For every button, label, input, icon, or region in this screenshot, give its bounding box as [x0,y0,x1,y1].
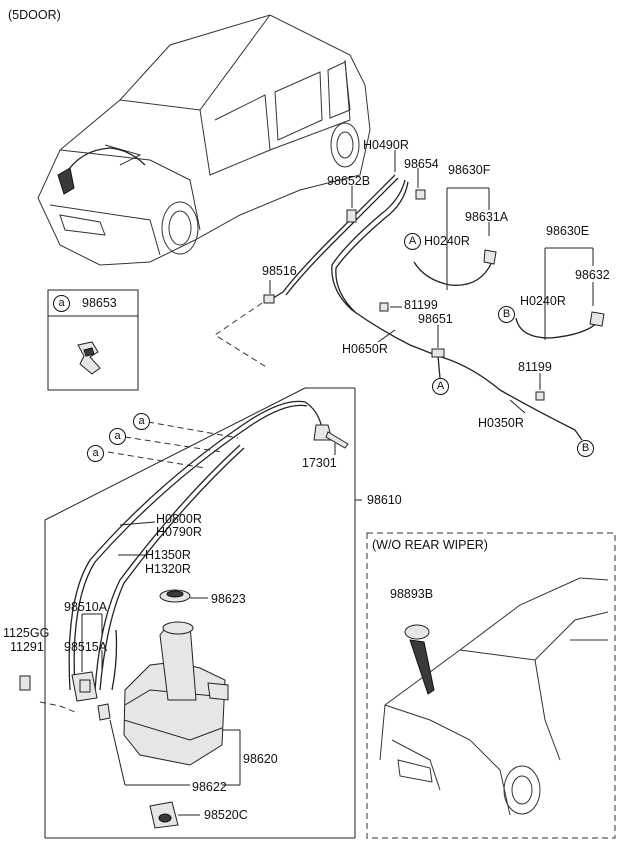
inset-title: (W/O REAR WIPER) [372,538,488,552]
callout-box-frame [47,289,139,391]
part-98653: 98653 [82,296,117,310]
part-h0350r: H0350R [478,416,524,430]
part-98654: 98654 [404,157,439,171]
part-98652b: 98652B [327,174,371,188]
reservoir-frame [44,387,362,839]
marker-b-upper: B [498,306,515,323]
marker-a-dash-3: a [87,445,104,462]
part-98622: 98622 [192,780,227,794]
part-h0650r: H0650R [342,342,388,356]
marker-a-upper: A [404,233,421,250]
hose-network-upper [263,174,605,441]
part-98610: 98610 [367,493,402,507]
part-h0490r: H0490R [363,138,409,152]
marker-a-callout: a [53,295,70,312]
part-98510a: 98510A [64,600,108,614]
part-98520c: 98520C [204,808,248,822]
marker-a-lower: A [432,378,449,395]
part-h1320r: H1320R [145,562,191,576]
car-illustration-top [37,14,371,266]
part-98631a: 98631A [465,210,509,224]
washer-reservoir-drawing [19,589,229,829]
part-h0240r-right: H0240R [520,294,566,308]
part-98651: 98651 [418,312,453,326]
part-98623: 98623 [211,592,246,606]
part-h0800r: H0800R [156,512,202,526]
inset-frame [366,532,616,839]
part-11291: 11291 [10,640,44,654]
part-98516: 98516 [262,264,297,278]
part-17301: 17301 [302,456,337,470]
part-98515a: 98515A [64,640,108,654]
part-98632: 98632 [575,268,610,282]
marker-a-dash-2: a [109,428,126,445]
part-98630f: 98630F [448,163,491,177]
variant-label: (5DOOR) [8,8,61,22]
leader-lines-upper [269,150,594,414]
reservoir-hoses [68,400,349,691]
clip-98653-drawing [77,341,101,375]
part-98893b: 98893B [390,587,434,601]
part-1125gg: 1125GG [3,626,50,640]
part-h0790r: H0790R [156,525,202,539]
marker-a-dash-1: a [133,413,150,430]
part-h0240r-top: H0240R [424,234,470,248]
part-98630e: 98630E [546,224,590,238]
part-98620: 98620 [243,752,278,766]
part-81199-b: 81199 [518,360,552,374]
part-81199-a: 81199 [404,298,438,312]
part-h1350r: H1350R [145,548,191,562]
car-illustration-inset [379,577,609,816]
leader-lines-lower [81,443,336,816]
marker-b-lower: B [577,440,594,457]
